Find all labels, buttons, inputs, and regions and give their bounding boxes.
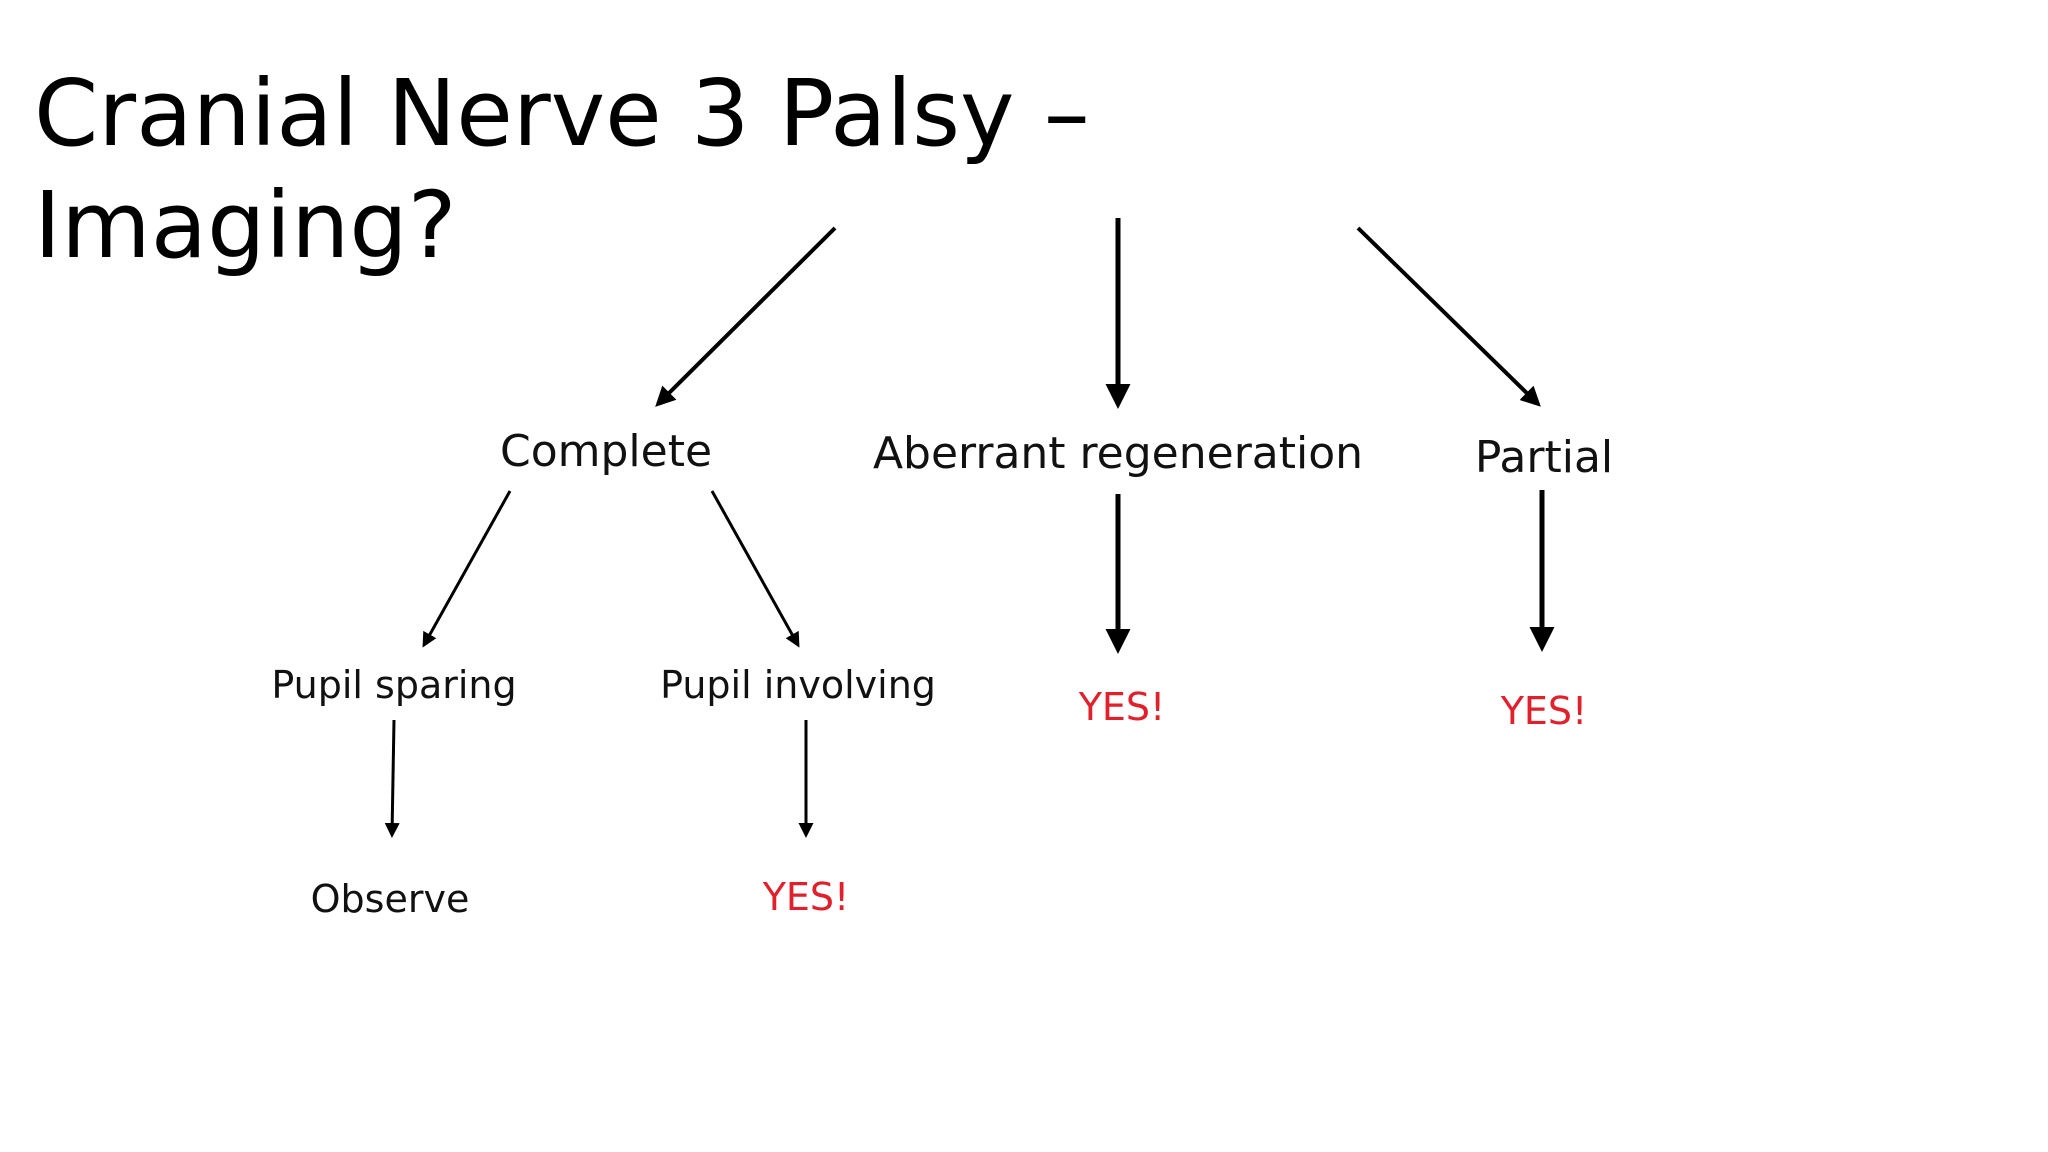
node-yes-aberrant: YES! [1078,685,1166,729]
node-pupil-sparing: Pupil sparing [271,663,517,707]
node-yes-partial: YES! [1500,689,1588,733]
node-observe: Observe [310,877,470,921]
node-partial: Partial [1474,432,1614,483]
arrow-to-partial [1356,226,1541,407]
node-complete: Complete [499,426,713,477]
arrow-to-pupil-involving [710,490,800,648]
arrow-to-observe [384,719,400,838]
node-yes-pupil-involving: YES! [762,875,850,919]
node-aberrant-regeneration: Aberrant regeneration [872,428,1364,479]
arrow-to-pupil-sparing [422,490,512,648]
slide-title: Cranial Nerve 3 Palsy – Imaging? [34,60,1090,279]
node-pupil-involving: Pupil involving [660,663,936,707]
arrow-to-complete [655,226,837,407]
